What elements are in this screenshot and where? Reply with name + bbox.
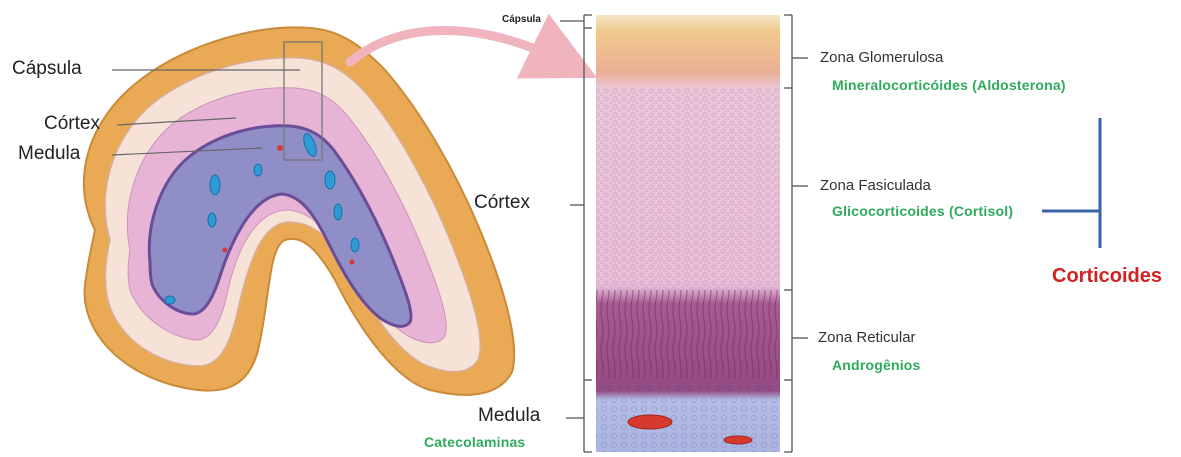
zone-name-reticular: Zona Reticular [818, 329, 916, 346]
zone-product-reticular: Androgênios [832, 357, 921, 373]
zone-product-fasiculada: Glicocorticoides (Cortisol) [832, 203, 1013, 219]
section-label-medula: Medula [478, 405, 540, 427]
corticoides-bracket [1042, 118, 1100, 248]
zone-product-glomerulosa: Mineralocorticóides (Aldosterona) [832, 77, 1066, 93]
red-vessel [350, 260, 355, 265]
section-label-capsula: Cápsula [502, 14, 541, 25]
vessel [325, 171, 335, 189]
zone-name-glomerulosa: Zona Glomerulosa [820, 49, 943, 66]
vessel [165, 296, 175, 304]
corticoides-label: Corticoides [1052, 265, 1162, 288]
gland-label-cortex: Córtex [44, 113, 100, 135]
vessel [210, 175, 220, 195]
vessel [208, 213, 216, 227]
right-bracket [784, 15, 808, 452]
section-label-cortex: Córtex [474, 192, 530, 214]
medulla-blood [724, 436, 752, 444]
gland-label-medula: Medula [18, 143, 80, 165]
medulla-blood [628, 415, 672, 429]
red-vessel [223, 248, 228, 253]
section-medula-product: Catecolaminas [424, 434, 525, 450]
red-vessel [277, 145, 283, 151]
vessel [351, 238, 359, 252]
vessel [334, 204, 342, 220]
vessel [254, 164, 262, 176]
left-bracket [560, 15, 592, 452]
gland-label-capsula: Cápsula [12, 58, 82, 80]
zone-name-fasiculada: Zona Fasiculada [820, 177, 931, 194]
zoom-arrow [350, 31, 565, 63]
histology-section [596, 15, 780, 452]
